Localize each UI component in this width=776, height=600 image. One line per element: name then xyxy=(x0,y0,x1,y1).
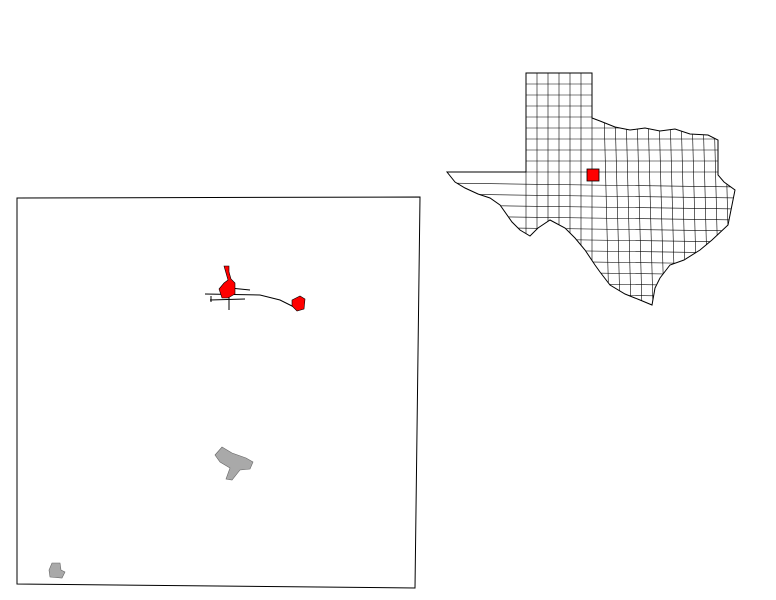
county-line xyxy=(447,259,735,265)
highlighted-county xyxy=(586,168,600,182)
county-line xyxy=(447,303,735,305)
other-place-central xyxy=(214,446,254,481)
county-line xyxy=(447,292,735,298)
county-boundary xyxy=(16,196,421,589)
highlighted-place-main xyxy=(218,265,236,299)
county-line xyxy=(447,281,735,287)
other-place-southwest xyxy=(48,562,66,579)
highlighted-place-east xyxy=(291,295,306,312)
county-line xyxy=(447,270,735,276)
county-line xyxy=(447,193,735,199)
county-line xyxy=(447,182,735,188)
state-locator-map xyxy=(445,72,736,306)
county-line xyxy=(734,73,735,305)
